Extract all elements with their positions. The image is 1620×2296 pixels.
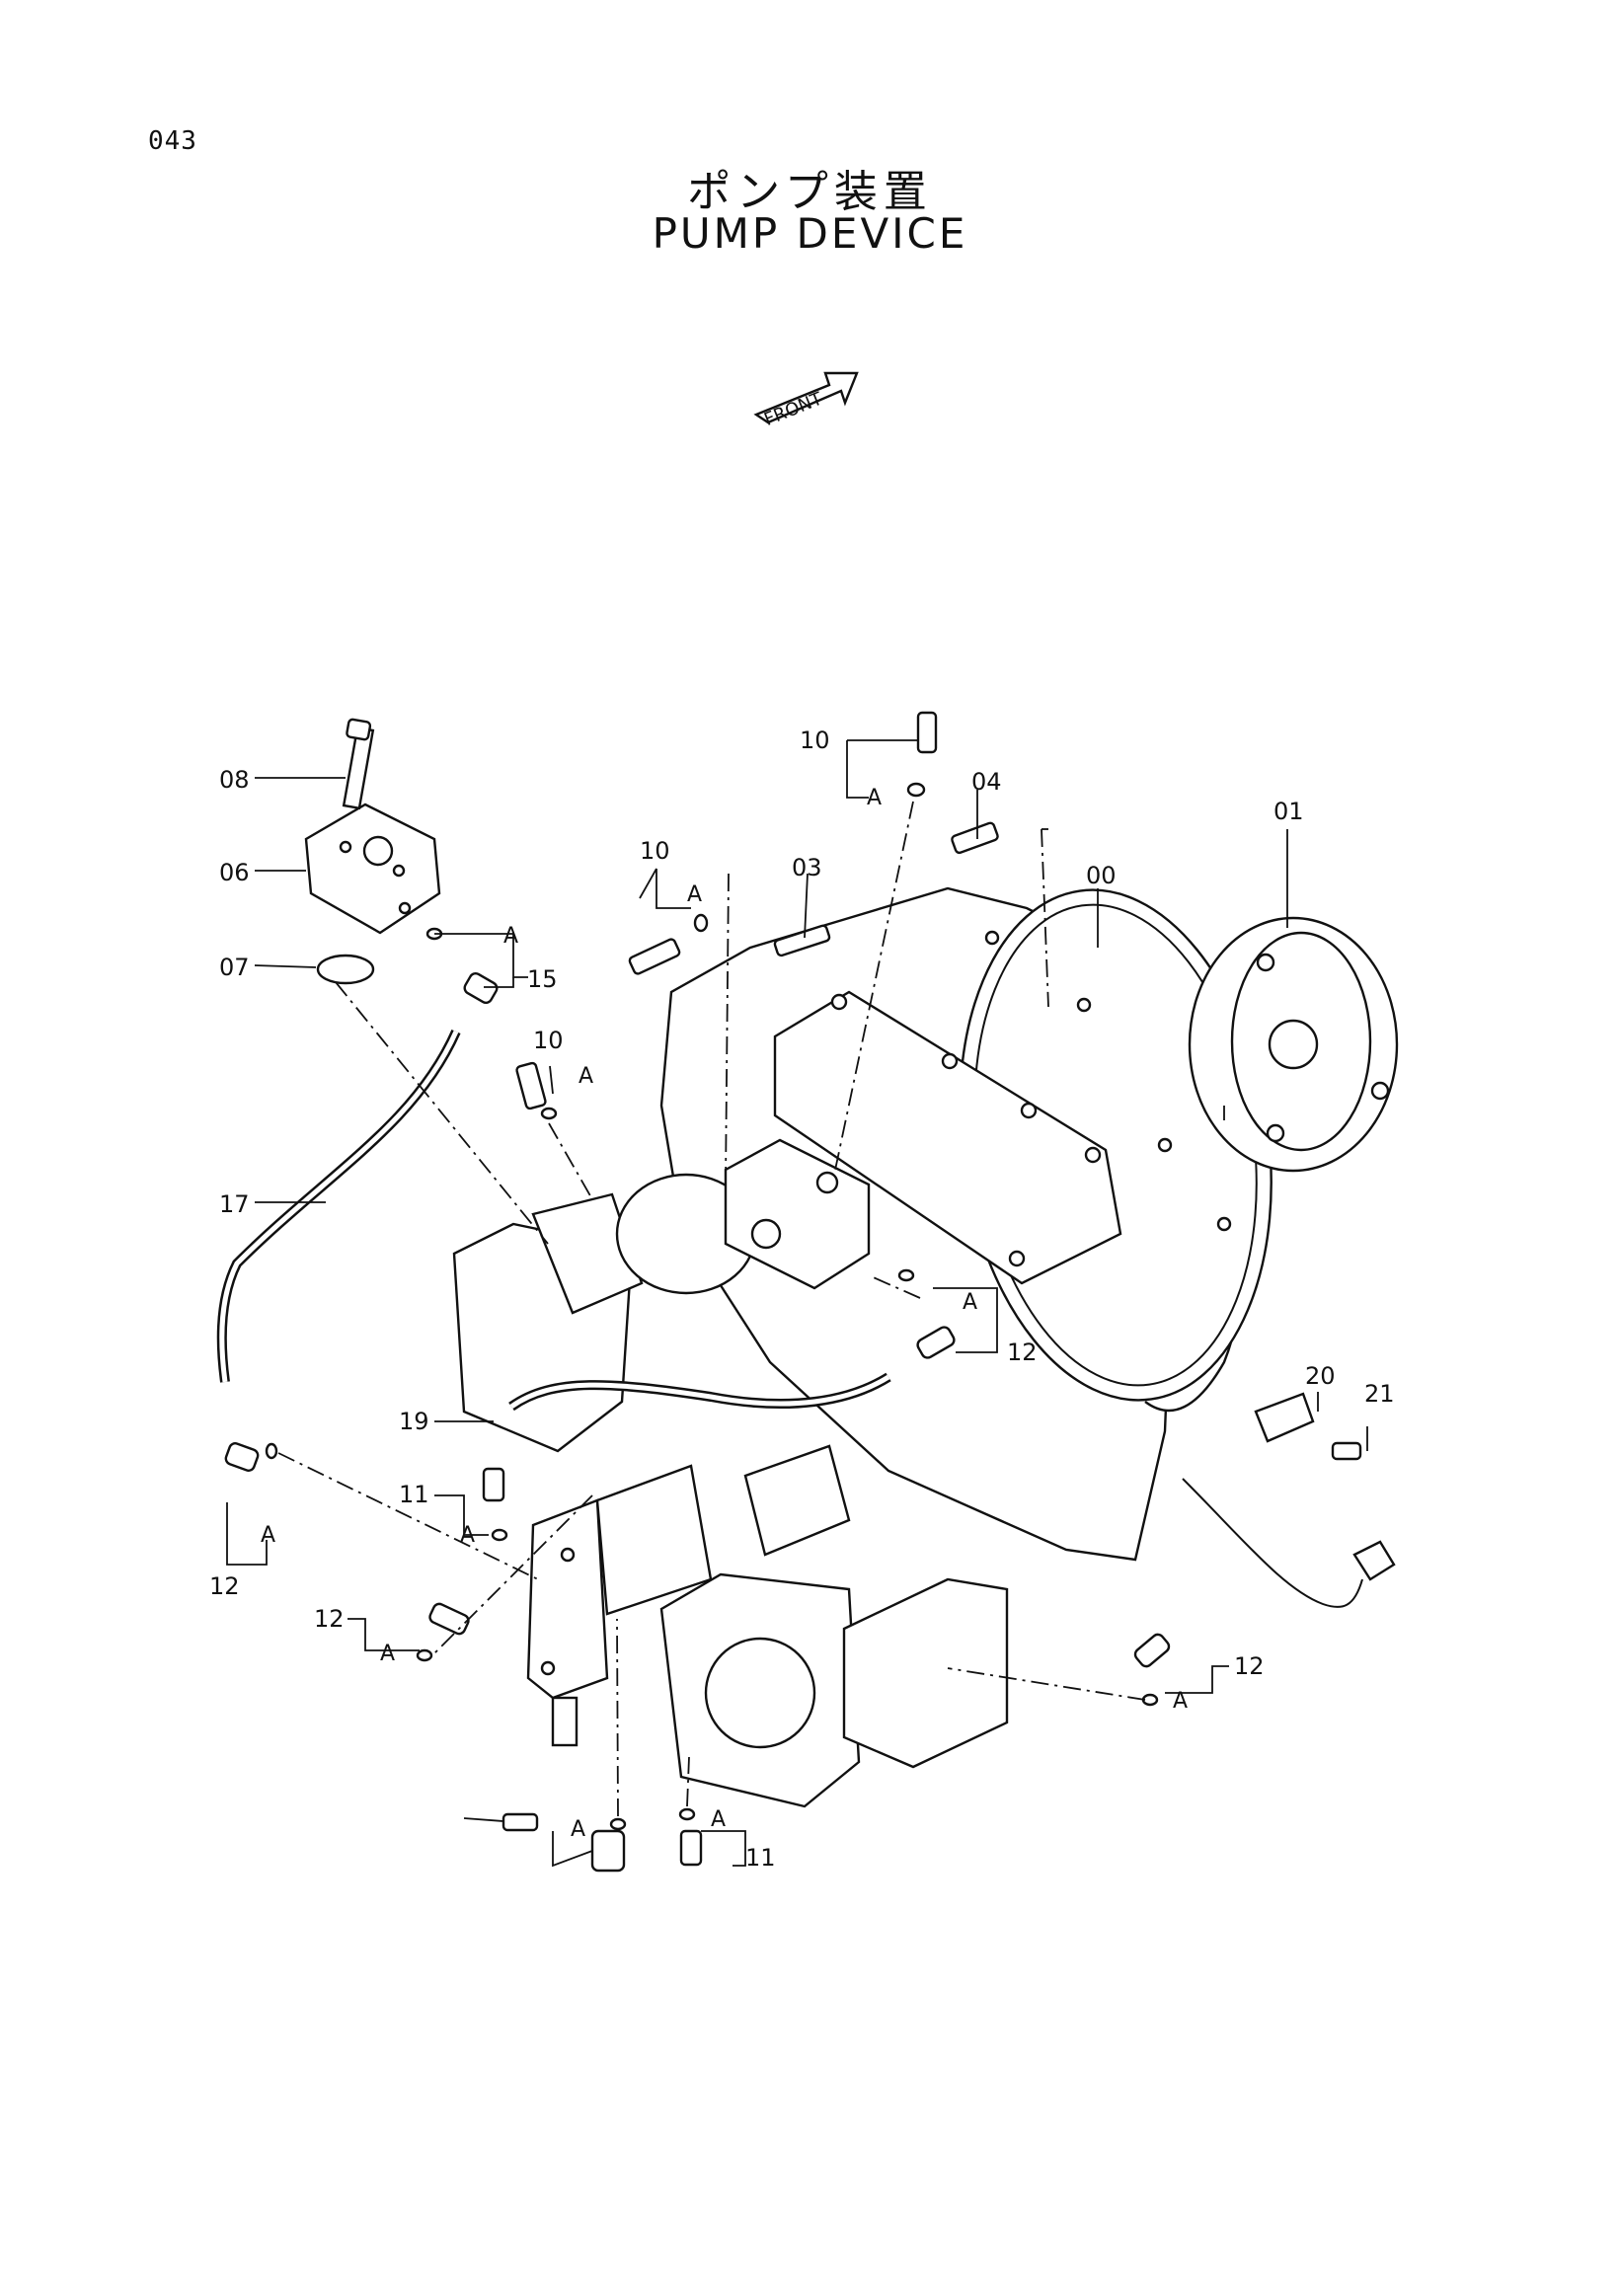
valve-block-upper bbox=[724, 1138, 871, 1290]
fitting-13 bbox=[463, 971, 499, 1005]
bolt-08 bbox=[342, 718, 375, 810]
callout-labels: 08 06 07 15 10 10 10 03 04 00 01 17 19 1… bbox=[209, 727, 1395, 1872]
a-mark-3: A bbox=[579, 1064, 593, 1089]
a-marks: A A A A A A A A A A A bbox=[261, 786, 1188, 1842]
block-06 bbox=[304, 803, 441, 935]
callout-13: 15 bbox=[527, 965, 558, 993]
fitting-10-left bbox=[628, 938, 681, 975]
regulator-block bbox=[452, 1173, 757, 1453]
callout-19: 21 bbox=[1364, 1380, 1395, 1408]
a-mark-9: A bbox=[1173, 1689, 1188, 1714]
callout-03: 03 bbox=[792, 854, 822, 881]
switch-20 bbox=[590, 1829, 626, 1873]
callout-12-lower: 12 bbox=[314, 1605, 345, 1633]
bolt-03 bbox=[773, 924, 831, 957]
fitting-11-bottom bbox=[679, 1829, 703, 1867]
callout-10-top: 10 bbox=[800, 727, 830, 754]
fitting-11-left bbox=[482, 1467, 505, 1502]
front-arrow-icon: FRONT bbox=[753, 371, 859, 430]
callout-00: 00 bbox=[1086, 862, 1117, 889]
callout-12-left: 12 bbox=[209, 1572, 240, 1600]
callout-06: 06 bbox=[219, 859, 250, 886]
callout-12-far-right: 12 bbox=[1234, 1652, 1265, 1680]
fitting-12-far-right bbox=[1133, 1633, 1171, 1668]
coupling-disc bbox=[1188, 916, 1399, 1173]
sensor-connector bbox=[1352, 1540, 1396, 1581]
bolt-19 bbox=[1331, 1441, 1362, 1461]
alignment-lines bbox=[277, 801, 1225, 1817]
callout-12-right: 12 bbox=[1007, 1339, 1038, 1366]
fitting-10-mid bbox=[515, 1061, 547, 1110]
a-mark-4: A bbox=[503, 924, 518, 949]
bracket-17 bbox=[1254, 1392, 1315, 1443]
callout-01: 01 bbox=[1273, 798, 1304, 825]
a-mark-1: A bbox=[867, 786, 882, 810]
callout-04: 04 bbox=[971, 768, 1002, 796]
hose-15 bbox=[216, 1029, 461, 1383]
page-number: 043 bbox=[148, 126, 197, 156]
sensor-cable bbox=[1182, 1478, 1363, 1608]
callout-10-mid: 10 bbox=[533, 1027, 564, 1054]
bolt-04 bbox=[951, 821, 999, 855]
gear-pump bbox=[659, 1444, 1009, 1808]
a-mark-10: A bbox=[571, 1817, 585, 1842]
callout-07: 07 bbox=[219, 954, 250, 981]
callout-17: 20 bbox=[1305, 1362, 1336, 1390]
fitting-12-left bbox=[224, 1442, 260, 1472]
leader-lines bbox=[226, 739, 1368, 1868]
a-mark-8: A bbox=[963, 1290, 977, 1315]
callout-11-bottom: 11 bbox=[745, 1844, 776, 1872]
callout-11-left: 11 bbox=[399, 1481, 429, 1508]
callout-10-left: 10 bbox=[640, 837, 670, 865]
fitting-12-right bbox=[916, 1326, 956, 1359]
fitting-10-top bbox=[916, 711, 938, 754]
fitting-12-lower bbox=[428, 1602, 470, 1636]
a-mark-2: A bbox=[687, 882, 702, 907]
a-mark-11: A bbox=[711, 1807, 726, 1832]
o-rings bbox=[265, 782, 1159, 1831]
title-english: PUMP DEVICE bbox=[652, 209, 968, 258]
fitting-21 bbox=[501, 1812, 539, 1832]
a-mark-6: A bbox=[460, 1523, 475, 1548]
a-mark-7: A bbox=[380, 1642, 395, 1666]
fittings bbox=[224, 711, 1362, 1873]
callout-14: 19 bbox=[399, 1408, 429, 1435]
a-mark-5: A bbox=[261, 1523, 275, 1548]
pilot-valve bbox=[526, 1464, 713, 1747]
callout-08: 08 bbox=[219, 766, 250, 794]
callout-15: 17 bbox=[219, 1190, 250, 1218]
plate-07 bbox=[316, 954, 375, 985]
front-label: FRONT bbox=[761, 388, 826, 430]
top-cover bbox=[773, 990, 1122, 1285]
title-japanese: ポンプ装置 bbox=[687, 167, 933, 217]
